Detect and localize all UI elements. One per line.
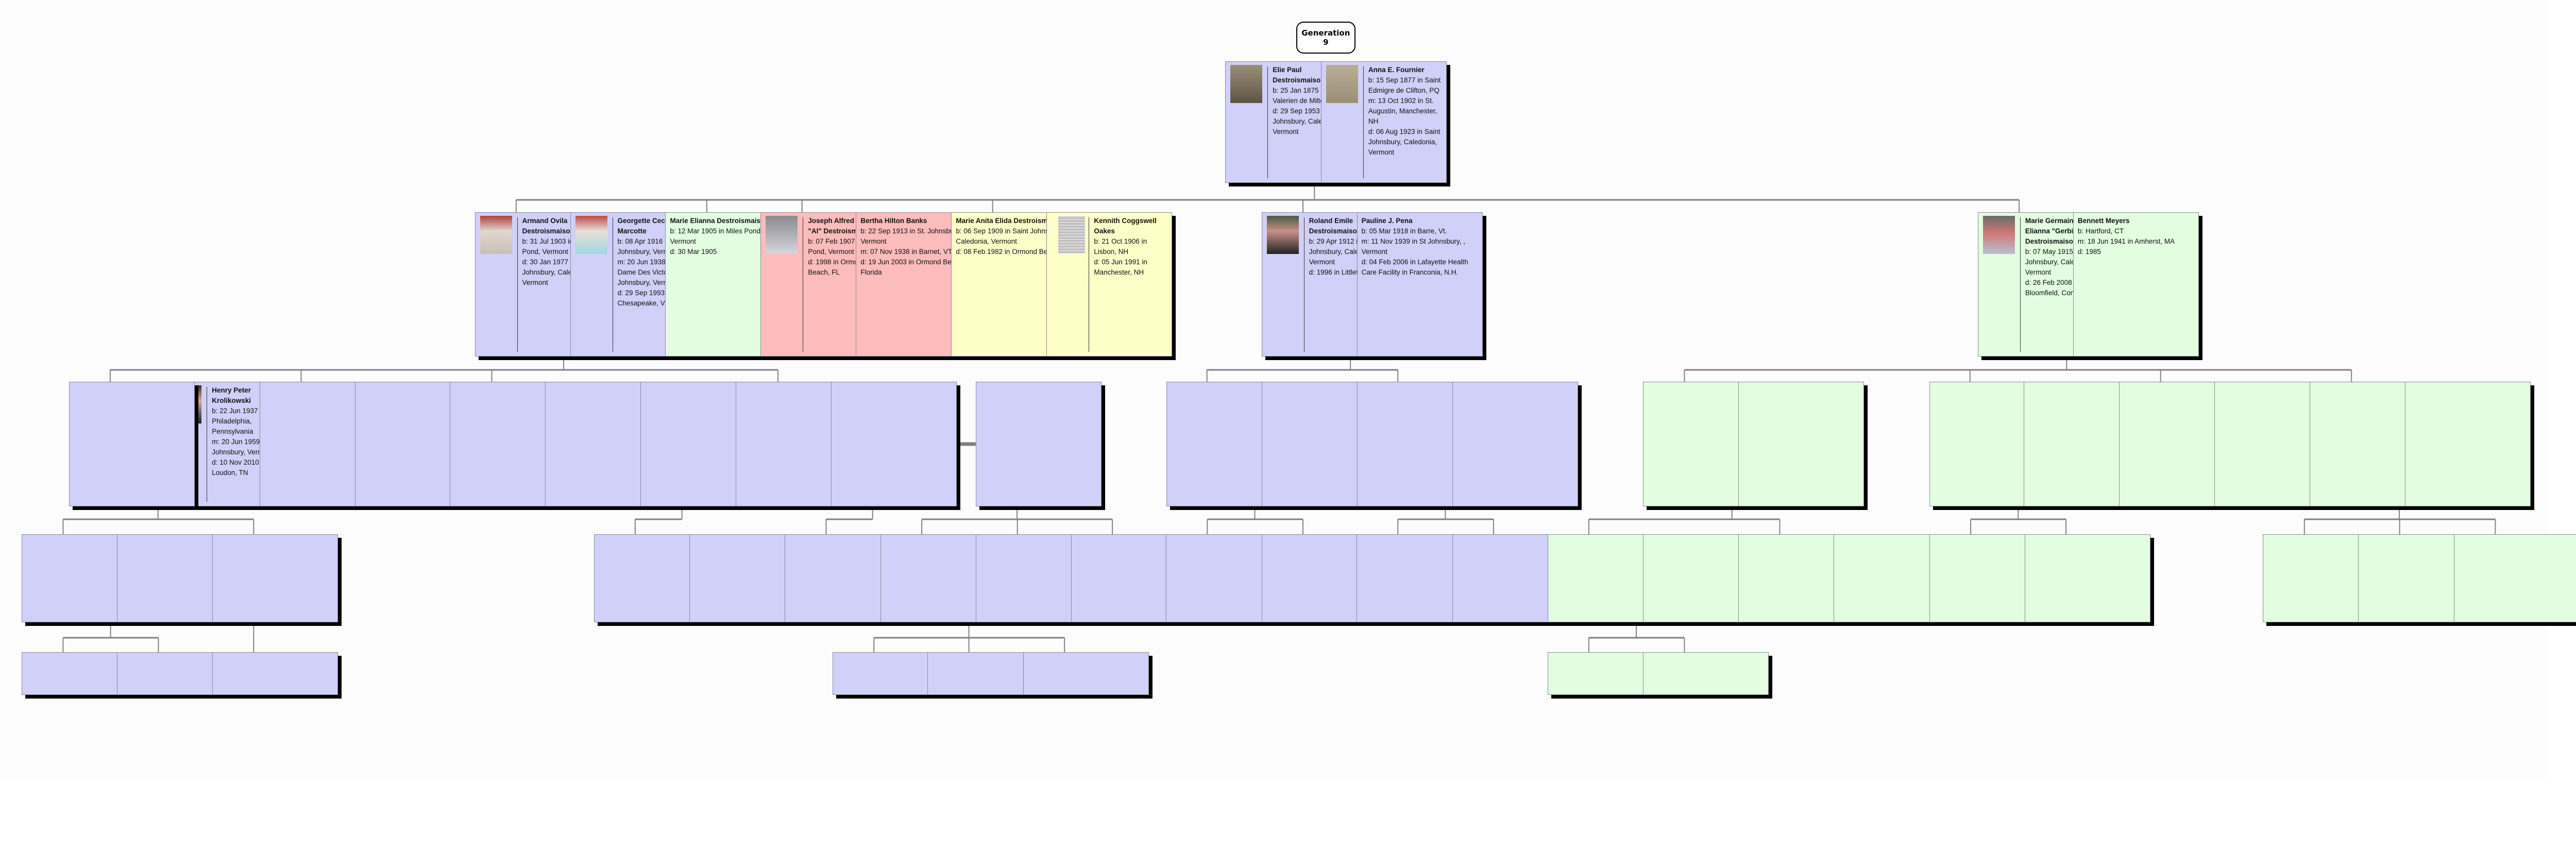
marriage-info: m: 11 Nov 1939 in St Johnsbury, , Vermon… [1361,237,1465,256]
person-name: Marie Germaine Elianna "Gerbie" Destrois… [2025,217,2081,245]
person-name: Bertha Hilton Banks [860,217,927,225]
person-name: Georgette Cecilia Marcotte [617,217,675,235]
portrait-photo [1230,65,1263,103]
birth-info: b: 08 Apr 1916 in St. Johnsbury, Vermont [617,237,681,256]
marriage-info: m: 07 Nov 1938 in Barnet, VT [860,248,953,256]
divider [1267,66,1268,178]
person-card-empty [2405,382,2531,506]
divider [517,217,518,352]
marriage-info: m: 18 Jun 1941 in Amherst, MA [2077,237,2175,245]
person-card-empty [1023,652,1149,695]
generation-number: 9 [1323,38,1329,47]
portrait-photo [575,216,607,254]
birth-info: b: 22 Sep 1913 in St. Johnsbury, Vermont [860,227,961,245]
person-card-empty [1452,382,1578,506]
death-info: d: 04 Feb 2006 in Lafayette Health Care … [1361,258,1468,276]
divider [2020,217,2021,352]
death-info: d: 06 Aug 1923 in Saint Johnsbury, Caled… [1368,128,1440,156]
person-card-empty [2024,534,2150,622]
birth-info: b: 06 Sep 1909 in Saint Johnsbury, Caled… [956,227,1064,245]
person-card-empty [1738,382,1865,506]
death-info: d: 05 Jun 1991 in Manchester, NH [1094,258,1147,276]
marriage-info: m: 13 Oct 1902 in St. Augustin, Manchest… [1368,97,1437,125]
birth-info: b: 22 Jun 1937 in Philadelphia, Pennsylv… [212,407,265,435]
birth-info: b: 05 Mar 1918 in Barre, Vt. [1361,227,1447,235]
person-card-anna-e-fournier[interactable]: Anna E. Fournier b: 15 Sep 1877 in Saint … [1320,61,1447,183]
portrait-photo [1326,65,1358,103]
death-info: d: 30 Mar 1905 [670,248,717,256]
death-info: d: 08 Feb 1982 in Ormond Beach, FL [956,248,1071,256]
person-card-empty [212,652,338,695]
person-name: Kennith Coggswell Oakes [1094,217,1157,235]
person-name: Elie Paul Destroismaisons [1273,66,1329,84]
birth-info: b: Hartford, CT [2077,227,2124,235]
generation-title: Generation [1301,28,1350,38]
person-name: Armand Ovila Destroismaisons [522,217,579,235]
death-info: d: 1998 in Ormond Beach, FL [808,258,866,276]
person-card-bennett-meyers[interactable]: Bennett Meyers b: Hartford, CT m: 18 Jun 1… [2073,212,2199,356]
person-card-empty [2454,534,2576,622]
person-name: Anna E. Fournier [1368,66,1425,74]
birth-info: b: 12 Mar 1905 in Miles Pond, Vermont [670,227,762,245]
portrait-photo [766,216,798,254]
divider [1363,66,1364,178]
person-card-empty [831,382,957,506]
death-info: d: 10 Nov 2010 in Loudon, TN [212,458,267,477]
generation-label: Generation 9 [1296,22,1355,54]
portrait-photo [1982,216,2015,254]
person-name: Marie Anita Elida Destroismaisons [956,217,1070,225]
person-name: Pauline J. Pena [1361,217,1413,225]
person-card-empty [1643,652,1769,695]
person-name: Marie Elianna Destroismaisons [670,217,773,225]
portrait-photo [480,216,512,254]
person-name: Roland Emile Destroismaisons [1309,217,1365,235]
person-name: Henry Peter Krolikowski [212,386,251,404]
person-name: Bennett Meyers [2077,217,2130,225]
obituary-clipping-image [1058,216,1086,254]
person-card-kennith-coggswell-oakes[interactable]: Kennith Coggswell Oakes b: 21 Oct 1906 in… [1046,212,1173,356]
death-info: d: 1985 [2077,248,2101,256]
portrait-photo [1266,216,1299,254]
birth-info: b: 15 Sep 1877 in Saint Edmigre de Clift… [1368,76,1441,94]
death-info: d: 19 Jun 2003 in Ormond Beach, Florida [860,258,965,276]
person-card-empty [69,382,195,506]
person-card-pauline-j-pena[interactable]: Pauline J. Pena b: 05 Mar 1918 in Barre, … [1357,212,1483,356]
birth-info: b: 21 Oct 1906 in Lisbon, NH [1094,237,1147,256]
person-card-empty [975,382,1101,506]
person-card-empty [212,534,338,622]
